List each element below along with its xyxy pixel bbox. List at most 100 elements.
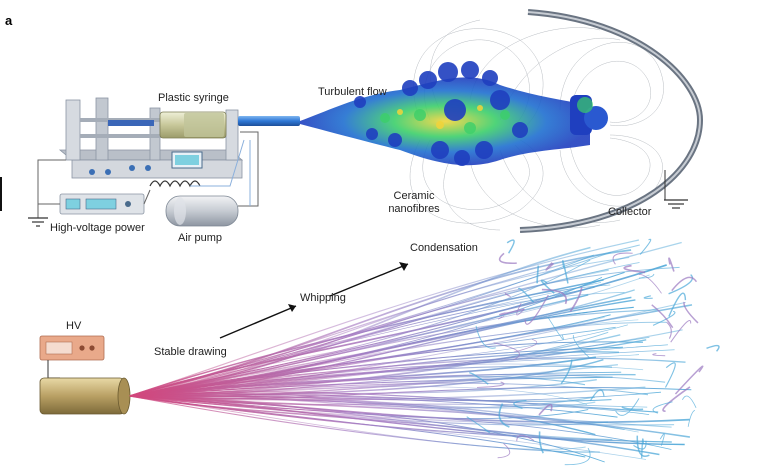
fibre-tangle	[662, 386, 691, 413]
fibre-tangle	[633, 440, 647, 450]
fibre-tangle	[569, 286, 583, 312]
air-pump-tank	[165, 195, 239, 227]
hv-wire	[47, 360, 60, 379]
ground-symbol-left	[28, 217, 48, 227]
label-turbulent-flow: Turbulent flow	[318, 86, 387, 98]
fibre-tangle	[547, 316, 564, 340]
fibre-tangle	[538, 431, 544, 454]
fibre-tangle	[560, 359, 573, 385]
fibre-tangle	[641, 438, 644, 459]
fibre-tangle	[498, 403, 510, 428]
fibre-tangle	[497, 443, 511, 459]
fibre-tangle	[668, 274, 694, 295]
fibre-tangle	[541, 288, 568, 305]
fibre-tangle	[638, 273, 655, 279]
spinneret-tube	[238, 116, 300, 126]
ground-symbol-right	[664, 199, 688, 209]
fibre-tangle	[643, 295, 653, 299]
fibre-strand	[129, 393, 648, 408]
fibre-strand	[129, 357, 686, 397]
fibre-strand	[129, 391, 659, 413]
label-hv: HV	[66, 320, 82, 332]
fibre-tangle	[545, 262, 555, 271]
label-ceramic-nanofibres: Ceramic nanofibres	[374, 190, 454, 215]
progression-arrow	[219, 262, 409, 339]
fibre-tangle	[668, 257, 675, 272]
label-whipping: Whipping	[300, 292, 346, 304]
fibre-strand	[129, 363, 644, 397]
panel-label: a	[5, 13, 13, 28]
fibre-tangle	[659, 433, 665, 446]
fibre-tangle	[638, 274, 662, 294]
fibre-bundle	[129, 238, 720, 466]
fibre-tangle	[589, 389, 605, 402]
fibre-strand	[129, 365, 613, 397]
fibre-strand	[129, 346, 623, 397]
fibre-tangle	[466, 416, 491, 434]
fibre-tangle	[651, 304, 674, 329]
fibre-tangle	[664, 362, 676, 388]
fibre-tangle	[652, 401, 673, 414]
fibre-strand	[129, 395, 690, 424]
fibre-tangle	[513, 399, 527, 410]
label-collector: Collector	[608, 206, 652, 218]
fibre-tangle	[687, 409, 696, 427]
nozzle-cylinder	[39, 377, 131, 415]
fibre-strand	[129, 395, 625, 430]
fibre-strand	[129, 395, 600, 453]
fibre-tangle	[683, 301, 699, 324]
label-condensation: Condensation	[410, 242, 478, 254]
fibre-tangle	[572, 335, 590, 358]
label-high-voltage-power: High-voltage power	[50, 222, 145, 234]
fibre-tangle	[639, 238, 652, 255]
fibre-tangle	[623, 264, 646, 274]
fibre-tangle	[636, 435, 650, 457]
label-ceramic-line1: Ceramic	[393, 190, 435, 202]
fibre-tangle	[469, 371, 489, 385]
fibre-tangle	[652, 310, 676, 326]
fibre-tangle	[504, 292, 511, 298]
fibre-tangle	[668, 292, 687, 317]
coil-tube	[149, 180, 201, 188]
fibre-strand	[129, 395, 672, 450]
hv-supply-box	[39, 335, 105, 361]
fibre-tangle	[621, 406, 644, 411]
fibre-tangle	[498, 315, 505, 320]
fibre-tangle	[666, 321, 672, 339]
fibre-tangle	[475, 325, 496, 349]
fibre-tangle	[682, 395, 697, 409]
label-ceramic-line2: nanofibres	[388, 202, 440, 215]
fibre-tangle	[706, 344, 720, 352]
label-air-pump: Air pump	[178, 232, 223, 244]
fibre-strand	[129, 239, 640, 397]
fibre-tangle	[615, 398, 640, 416]
label-stable-drawing: Stable drawing	[154, 346, 227, 358]
fibre-strand	[129, 395, 605, 463]
fibre-tangle	[538, 403, 553, 416]
fibre-tangle	[516, 434, 535, 442]
syringe-pump-apparatus	[58, 97, 244, 179]
fibre-tangle	[499, 308, 525, 316]
fibre-tangle	[506, 239, 515, 254]
fibre-tangle	[513, 339, 537, 353]
turbulent-flow-plume	[300, 61, 608, 166]
wiring	[37, 131, 259, 218]
fibre-tangle	[498, 252, 517, 264]
edge-marker	[0, 177, 2, 211]
fibre-tangle	[674, 365, 704, 395]
fibre-strand	[129, 259, 591, 397]
fibre-tangle	[612, 252, 633, 265]
fibre-strand	[129, 395, 639, 433]
fibre-tangle	[536, 265, 540, 284]
fibre-strand	[129, 324, 628, 397]
fibre-tangle	[562, 260, 569, 284]
label-plastic-syringe: Plastic syringe	[158, 92, 229, 104]
fibre-tangle	[652, 353, 666, 357]
fibre-tangle	[517, 287, 535, 303]
fibre-strand	[129, 393, 612, 402]
fibre-tangle	[493, 342, 520, 361]
electric-field-lines	[409, 19, 664, 231]
fibre-strand	[129, 395, 647, 460]
fibre-tangle	[516, 303, 525, 316]
